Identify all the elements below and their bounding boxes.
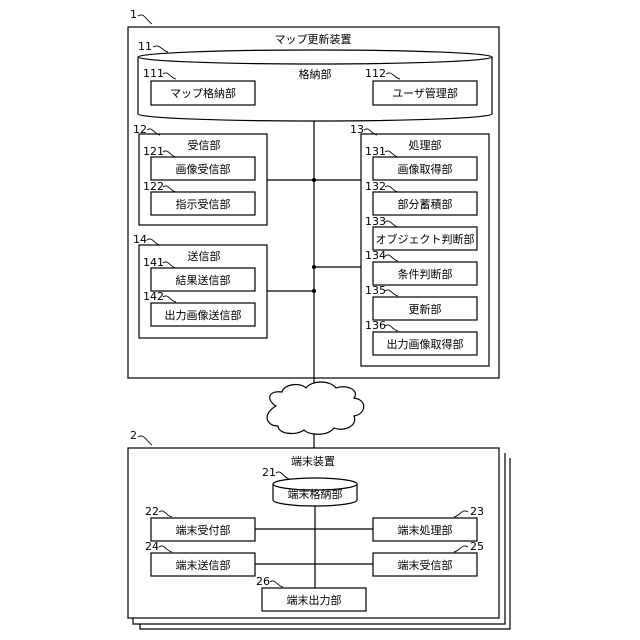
terminal-output-label: 端末出力部: [287, 593, 342, 607]
instruction-receiver-label: 指示受信部: [176, 197, 231, 211]
ref-122: 122: [143, 180, 164, 193]
ref-112: 112: [365, 67, 386, 80]
ref-132: 132: [365, 180, 386, 193]
storage-label: 格納部: [299, 67, 332, 81]
object-judge-label: オブジェクト判断部: [376, 232, 475, 246]
image-acquirer-label: 画像取得部: [398, 162, 453, 176]
result-transmitter-label: 結果送信部: [176, 273, 231, 287]
ref-135: 135: [365, 284, 386, 297]
ref-134: 134: [365, 249, 386, 262]
network-cloud-icon: [267, 382, 364, 434]
ref-133: 133: [365, 215, 386, 228]
ref-22: 22: [145, 505, 159, 518]
condition-judge-label: 条件判断部: [398, 267, 453, 281]
map-update-device-title: マップ更新装置: [275, 32, 352, 46]
ref-24: 24: [145, 540, 159, 553]
ref-2-leader: [138, 436, 152, 445]
updater-label: 更新部: [409, 302, 442, 316]
terminal-storage-label: 端末格納部: [288, 487, 343, 501]
ref-21: 21: [262, 466, 276, 479]
ref-136: 136: [365, 319, 386, 332]
terminal-device-title: 端末装置: [291, 454, 335, 468]
bus-junction-1: [312, 178, 316, 182]
ref-131: 131: [365, 145, 386, 158]
transmitter-label: 送信部: [188, 249, 221, 263]
ref-2: 2: [130, 429, 137, 442]
partial-accumulator-label: 部分蓄積部: [398, 197, 453, 211]
storage-cylinder-top: [138, 50, 492, 64]
terminal-receiver-label: 端末受信部: [398, 558, 453, 572]
terminal-transmitter-label: 端末送信部: [176, 558, 231, 572]
ref-13: 13: [350, 123, 364, 136]
map-storage-label: マップ格納部: [170, 86, 236, 100]
ref-1: 1: [130, 8, 137, 21]
ref-14: 14: [133, 233, 147, 246]
ref-12: 12: [133, 123, 147, 136]
output-image-transmitter-label: 出力画像送信部: [165, 308, 242, 322]
ref-11: 11: [138, 40, 152, 53]
ref-141: 141: [143, 256, 164, 269]
ref-25: 25: [470, 540, 484, 553]
ref-1-leader: [138, 15, 152, 24]
user-management-label: ユーザ管理部: [392, 86, 458, 100]
ref-23: 23: [470, 505, 484, 518]
bus-junction-3: [312, 289, 316, 293]
ref-26: 26: [256, 575, 270, 588]
terminal-processor-label: 端末処理部: [398, 523, 453, 537]
image-receiver-label: 画像受信部: [176, 162, 231, 176]
output-image-acquirer-label: 出力画像取得部: [387, 337, 464, 351]
processor-label: 処理部: [409, 138, 442, 152]
receiver-label: 受信部: [188, 138, 221, 152]
ref-111: 111: [143, 67, 164, 80]
ref-142: 142: [143, 290, 164, 303]
ref-121: 121: [143, 145, 164, 158]
terminal-acceptor-label: 端末受付部: [176, 523, 231, 537]
bus-junction-2: [312, 265, 316, 269]
